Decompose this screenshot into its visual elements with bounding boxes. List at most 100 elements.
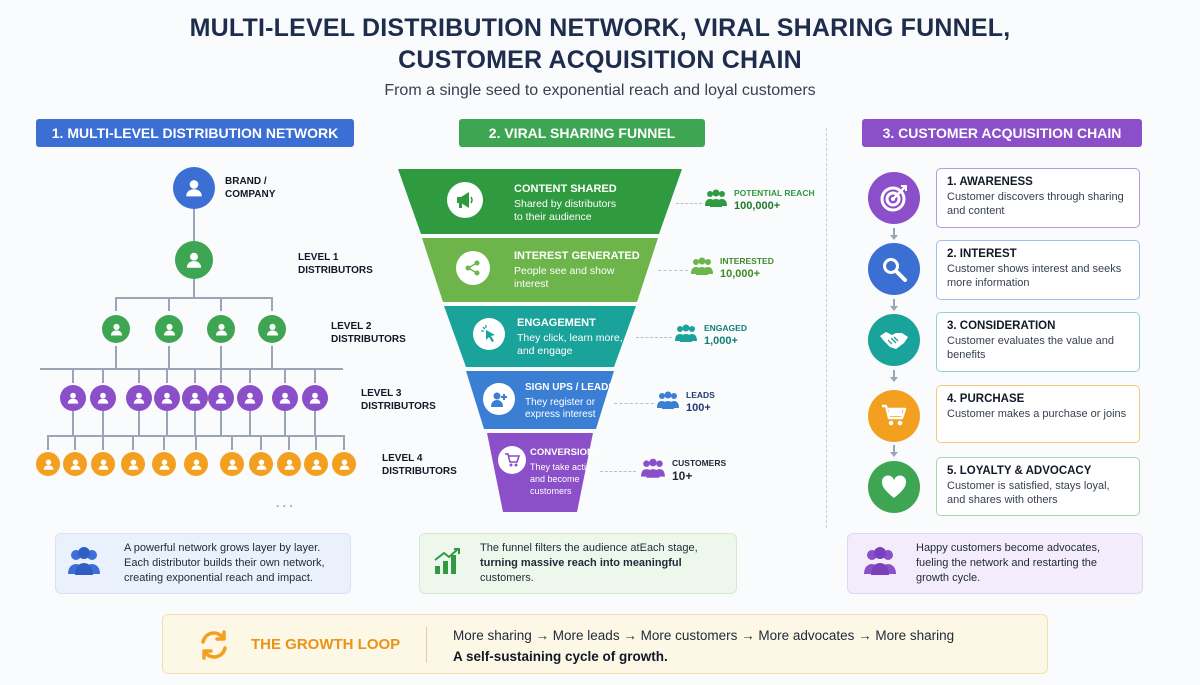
funnel-stage-5-desc-1: They take action [530,462,597,472]
chain-summary-text: Happy customers become advocates, fuelin… [916,542,1101,584]
level-3-node [237,385,263,411]
more-nodes-ellipsis: . . . [276,496,293,510]
chain-summary: Happy customers become advocates, fuelin… [847,533,1143,594]
tree-connector [102,368,104,383]
chain-step-loyalty: 5. LOYALTY & ADVOCACY Customer is satisf… [936,457,1140,516]
funnel-stage-1-title: CONTENT SHARED [514,183,617,195]
tree-connector [314,368,316,383]
chain-arrow-2 [890,299,898,311]
funnel-stage-1: CONTENT SHARED Shared by distributors to… [514,183,617,224]
level-3-node [90,385,116,411]
level-3-node [182,385,208,411]
funnel-stage-2-desc-1: People see and show [514,265,615,277]
page-title: MULTI-LEVEL DISTRIBUTION NETWORK, VIRAL … [0,12,1200,76]
level-4-node [184,452,208,476]
tree-connector [249,368,251,383]
tree-connector [166,368,168,383]
chain-step-4-title: 4. PURCHASE [947,393,1025,405]
funnel-stage-5-desc-3: customers [530,486,572,496]
loop-divider [426,627,427,663]
funnel-stage-5-desc-2: and become [530,474,580,484]
brand-label-line-2: COMPANY [225,189,276,200]
level-3-node [126,385,152,411]
level-3-node [154,385,180,411]
tree-connector [271,297,273,311]
tree-connector [193,209,195,241]
page-subtitle: From a single seed to exponential reach … [384,82,816,99]
funnel-stage-1-desc-2: to their audience [514,211,592,223]
tree-connector [74,435,76,450]
tree-connector [132,435,134,450]
tree-connector [220,368,222,383]
level-1-label: LEVEL 1 DISTRIBUTORS [298,251,373,277]
level-4-node [91,452,115,476]
tree-connector [115,297,117,311]
people-group-icon [640,457,666,484]
level-3-node [302,385,328,411]
stat-2-value: 10,000+ [720,268,761,280]
stat-potential-reach: POTENTIAL REACH 100,000+ [704,188,815,213]
brand-node [173,167,215,209]
level-3-node [208,385,234,411]
tree-connector [194,368,196,383]
level-4-node [304,452,328,476]
heart-icon [868,461,920,513]
stat-5-connector [600,471,636,472]
tree-connector [40,368,343,370]
people-group-icon [674,323,698,348]
tree-connector [102,411,104,436]
funnel-stage-2-title: INTEREST GENERATED [514,250,640,262]
level-1-label-line-1: LEVEL 1 [298,252,339,263]
level-2-label-line-1: LEVEL 2 [331,321,372,332]
funnel-stage-2-desc-2: interest [514,278,549,290]
tree-connector [271,346,273,369]
level-3-label-line-1: LEVEL 3 [361,388,402,399]
funnel-stage-3-desc-1: They click, learn more, [517,332,623,344]
stat-1-value: 100,000+ [734,200,781,212]
level-4-label-line-2: DISTRIBUTORS [382,466,457,477]
people-group-icon [690,256,714,281]
growth-loop-tagline: A self-sustaining cycle of growth. [453,649,668,664]
growth-loop-label: THE GROWTH LOOP [251,636,401,653]
tree-connector [138,368,140,383]
chain-step-1-title: 1. AWARENESS [947,176,1033,188]
funnel-summary: The funnel filters the audience atEach s… [419,533,737,594]
level-2-node [258,315,286,343]
level-4-label: LEVEL 4 DISTRIBUTORS [382,452,457,478]
tree-connector [72,368,74,383]
network-summary: A powerful network grows layer by layer.… [55,533,351,594]
chain-step-purchase: 4. PURCHASE Customer makes a purchase or… [936,385,1140,443]
level-1-node [175,241,213,279]
chain-step-5-desc: Customer is satisfied, stays loyal, and … [947,480,1110,506]
funnel-stage-3-desc-2: and engage [517,345,573,357]
tree-connector [194,411,196,436]
chain-arrow-3 [890,370,898,382]
level-4-label-line-1: LEVEL 4 [382,453,423,464]
chain-step-5-title: 5. LOYALTY & ADVOCACY [947,465,1092,477]
chain-step-2-title: 2. INTEREST [947,248,1017,260]
stat-1-label: POTENTIAL REACH [734,188,815,198]
people-group-icon [66,546,110,581]
section-divider [826,128,827,528]
tree-connector [193,278,195,298]
stat-1-connector [676,203,702,204]
funnel-stage-3-title: ENGAGEMENT [517,317,596,329]
magnifier-icon [868,243,920,295]
stat-4-value: 100+ [686,402,711,414]
level-4-node [152,452,176,476]
chain-step-1-desc: Customer discovers through sharing and c… [947,191,1124,217]
funnel-stage-3: ENGAGEMENT They click, learn more, and e… [517,317,623,358]
stat-5-value: 10+ [672,469,693,483]
funnel-summary-line-1: The funnel filters the audience atEach s… [480,542,698,554]
brand-label: BRAND / COMPANY [225,175,275,201]
tree-connector [220,411,222,436]
cursor-click-icon [473,318,505,350]
stat-3-connector [636,337,672,338]
tree-connector [166,411,168,436]
chain-step-3-desc: Customer evaluates the value and benefit… [947,335,1114,361]
level-3-label: LEVEL 3 DISTRIBUTORS [361,387,436,413]
add-user-icon [483,383,515,415]
stat-2-connector [658,270,688,271]
funnel-stage-2: INTEREST GENERATED People see and show i… [514,250,640,291]
